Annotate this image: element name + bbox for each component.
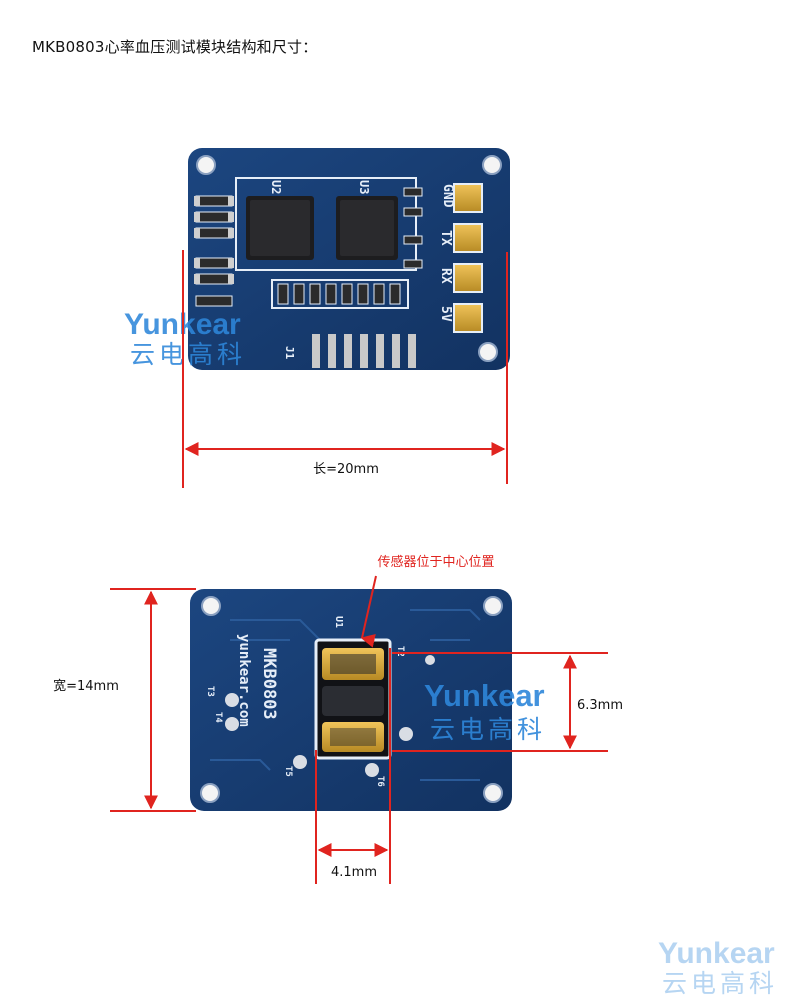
mounting-hole xyxy=(200,783,220,803)
silk-model: MKB0803 xyxy=(259,648,279,720)
sensor-height-label: 6.3mm xyxy=(577,698,623,713)
mounting-hole xyxy=(482,155,502,175)
watermark-bottom: Yunkear 云电高科 xyxy=(424,678,546,744)
test-point-t4: T4 xyxy=(213,712,223,723)
mounting-hole xyxy=(196,155,216,175)
mounting-hole xyxy=(478,342,498,362)
length-label: 长=20mm xyxy=(313,462,379,477)
pin-label-tx: TX xyxy=(438,230,453,246)
mounting-hole xyxy=(483,783,503,803)
svg-text:Yunkear: Yunkear xyxy=(424,678,545,713)
test-point-dot xyxy=(425,655,435,665)
test-point-t2: T2 xyxy=(395,646,405,657)
pin-label-gnd: GND xyxy=(440,184,455,208)
mounting-hole xyxy=(201,596,221,616)
left-smd-components xyxy=(194,195,234,307)
sensor-note-label: 传感器位于中心位置 xyxy=(377,554,494,570)
pin-label-rx: RX xyxy=(438,268,453,284)
svg-text:云电高科: 云电高科 xyxy=(662,969,778,998)
test-point-dot xyxy=(225,693,239,707)
svg-text:云电高科: 云电高科 xyxy=(130,340,246,369)
watermark-top: Yunkear 云电高科 xyxy=(124,308,246,369)
sensor-note: 传感器位于中心位置 xyxy=(360,554,495,648)
width-label: 宽=14mm xyxy=(53,678,119,694)
chip-label-u3: U3 xyxy=(357,180,371,194)
test-point-t6: T6 xyxy=(375,776,385,787)
header-label-j1: J1 xyxy=(283,346,296,360)
sensor-height-dimension: 6.3mm xyxy=(392,652,623,752)
gold-pads xyxy=(453,183,483,333)
silk-url: yunkear.com xyxy=(236,634,252,727)
connector-pins xyxy=(312,334,416,368)
mounting-hole xyxy=(483,596,503,616)
top-view-board: U2 U3 J1 xyxy=(188,148,510,370)
chip-label-u2: U2 xyxy=(269,180,283,194)
svg-text:Yunkear: Yunkear xyxy=(658,937,775,970)
test-point-dot xyxy=(293,755,307,769)
svg-text:云电高科: 云电高科 xyxy=(430,715,546,744)
pin-label-5v: 5V xyxy=(438,306,453,322)
sensor-width-label: 4.1mm xyxy=(331,865,377,880)
length-dimension: 长=20mm xyxy=(182,250,508,488)
optical-sensor xyxy=(314,638,392,760)
test-point-t5: T5 xyxy=(283,766,293,777)
sensor-designator-u1: U1 xyxy=(333,616,344,628)
test-point-t3: T3 xyxy=(205,686,215,697)
test-point-dot xyxy=(365,763,379,777)
test-point-dot xyxy=(225,717,239,731)
header-pad-row xyxy=(271,279,409,309)
bottom-view-board: MKB0803 yunkear.com T3 T4 T5 T6 T2 U1 xyxy=(190,589,512,811)
watermark-corner: Yunkear 云电高科 xyxy=(658,937,778,998)
width-dimension: 宽=14mm xyxy=(53,588,196,812)
test-point-dot xyxy=(399,727,413,741)
sensor-width-dimension: 4.1mm xyxy=(315,648,391,884)
page-title: MKB0803心率血压测试模块结构和尺寸： xyxy=(32,38,318,56)
